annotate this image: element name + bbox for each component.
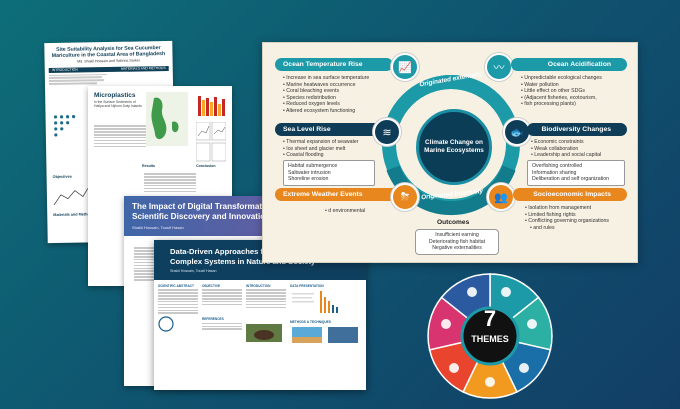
pill-biodiversity: Biodiversity Changes xyxy=(527,123,627,136)
waves-icon: ≋ xyxy=(373,118,401,146)
diagram-center: Climate Change on Marine Ecosystems xyxy=(416,109,492,185)
poster1-title: Site Suitability Analysis for Sea Cucumb… xyxy=(51,45,166,60)
poster4-logo-circle xyxy=(158,316,174,332)
people-icon: 👥 xyxy=(487,183,515,211)
poster1-objectives: Objectives xyxy=(52,174,72,180)
pill-ocean-temperature: Ocean Temperature Rise xyxy=(275,58,393,71)
poster2-title: Microplastics xyxy=(94,92,136,99)
poster4-data-chart xyxy=(292,291,338,313)
poster4-title: Data-Driven Approaches for Understanding… xyxy=(170,247,327,266)
outcomes-label: Outcomes xyxy=(437,219,470,226)
themes-label: THEMES xyxy=(471,334,509,344)
poster4-bear-photo xyxy=(246,323,282,342)
box-biodiversity: Overfishing controlled Information shari… xyxy=(527,160,625,186)
poster4-section-abstract: SCIENTIFIC ABSTRACT xyxy=(158,284,195,288)
poster4-col-data: DATA PRESENTATION METHODS & TECHNIQUES xyxy=(290,284,362,352)
poster2-results-text xyxy=(144,172,196,194)
poster2-results: Results xyxy=(142,164,155,168)
poster2-conclusion: Conclusion xyxy=(196,164,216,168)
themes-count: 7 xyxy=(483,306,497,331)
poster4-col-intro: INTRODUCTION xyxy=(246,284,286,352)
fish-icon: 🐟 xyxy=(503,118,531,146)
poster1-section-methods: MATERIALS AND METHODS xyxy=(120,66,166,71)
poster4-section-objective: OBJECTIVE xyxy=(202,284,221,288)
pill-socioeconomic: Socioeconomic Impacts xyxy=(513,188,627,201)
poster1-dot-matrix xyxy=(53,115,76,137)
poster1-section-intro: INTRODUCTION xyxy=(51,67,78,73)
poster4-methods-images xyxy=(292,327,358,343)
poster4-section-data: DATA PRESENTATION xyxy=(290,284,324,288)
poster2-bar-chart xyxy=(196,92,226,118)
pill-extreme-weather: Extreme Weather Events xyxy=(275,188,401,201)
pill-ocean-acidification: Ocean Acidification xyxy=(511,58,627,71)
list-biodiversity: Economic constraints Weak collaboration … xyxy=(531,139,601,159)
poster4-section-references: REFERENCES xyxy=(202,317,224,322)
poster4-col-objective: OBJECTIVE REFERENCES xyxy=(202,284,242,352)
poster4-section-intro: INTRODUCTION xyxy=(246,284,271,288)
poster2-island-map xyxy=(146,92,188,146)
themes-wheel: 7 THEMES xyxy=(426,272,554,400)
poster2-subtitle: in the Surface Sediments of Hatiya and N… xyxy=(94,100,142,108)
list-sea-level: Thermal expansion of seawater Ice sheet … xyxy=(283,139,358,159)
pill-sea-level: Sea Level Rise xyxy=(275,123,381,136)
box-sea-level: Habitat submergence Saltwater intrusion … xyxy=(283,160,375,186)
poster3-authors: Shakil Hossain, Tousif Hasan xyxy=(132,225,184,230)
poster2-scatter-plots xyxy=(196,122,226,162)
poster4-col-abstract: SCIENTIFIC ABSTRACT xyxy=(158,284,198,352)
poster1-section-bar: INTRODUCTION MATERIALS AND METHODS xyxy=(48,65,169,73)
list-extreme-weather: d environmental xyxy=(325,208,365,215)
poster4-section-methods: METHODS & TECHNIQUES xyxy=(290,320,331,324)
list-ocean-temperature: Increase in sea surface temperature Mari… xyxy=(283,75,369,115)
list-socioeconomic: Isolation from management Limited fishin… xyxy=(525,205,609,231)
poster1-authors: Md. Shakil Hossain and Sabrina Sarker xyxy=(77,58,140,64)
storm-icon: ⛈ xyxy=(391,183,419,211)
poster3-title: The Impact of Digital Transformation on … xyxy=(132,202,287,221)
poster1-line-graph xyxy=(53,188,89,206)
climate-diagram: Originated externally Originated interna… xyxy=(262,42,638,263)
box-outcomes: Insufficient earning Deteriorating fish … xyxy=(415,229,499,255)
thermometer-icon: 📈 xyxy=(391,53,419,81)
poster3-text-lines xyxy=(134,246,158,282)
list-ocean-acidification: Unpredictable ecological changes Water p… xyxy=(521,75,602,108)
poster-sea-cucumber: Site Suitability Analysis for Sea Cucumb… xyxy=(44,40,176,244)
poster2-text-lines xyxy=(94,124,146,148)
acid-icon: 〰 xyxy=(485,53,513,81)
poster4-authors: Shakil Hossain, Tousif Hasan xyxy=(170,269,217,273)
themes-wheel-graphic xyxy=(427,273,553,399)
poster1-text-lines xyxy=(48,72,169,85)
poster4-columns: SCIENTIFIC ABSTRACT OBJECTIVE REFERENCES… xyxy=(154,280,366,356)
